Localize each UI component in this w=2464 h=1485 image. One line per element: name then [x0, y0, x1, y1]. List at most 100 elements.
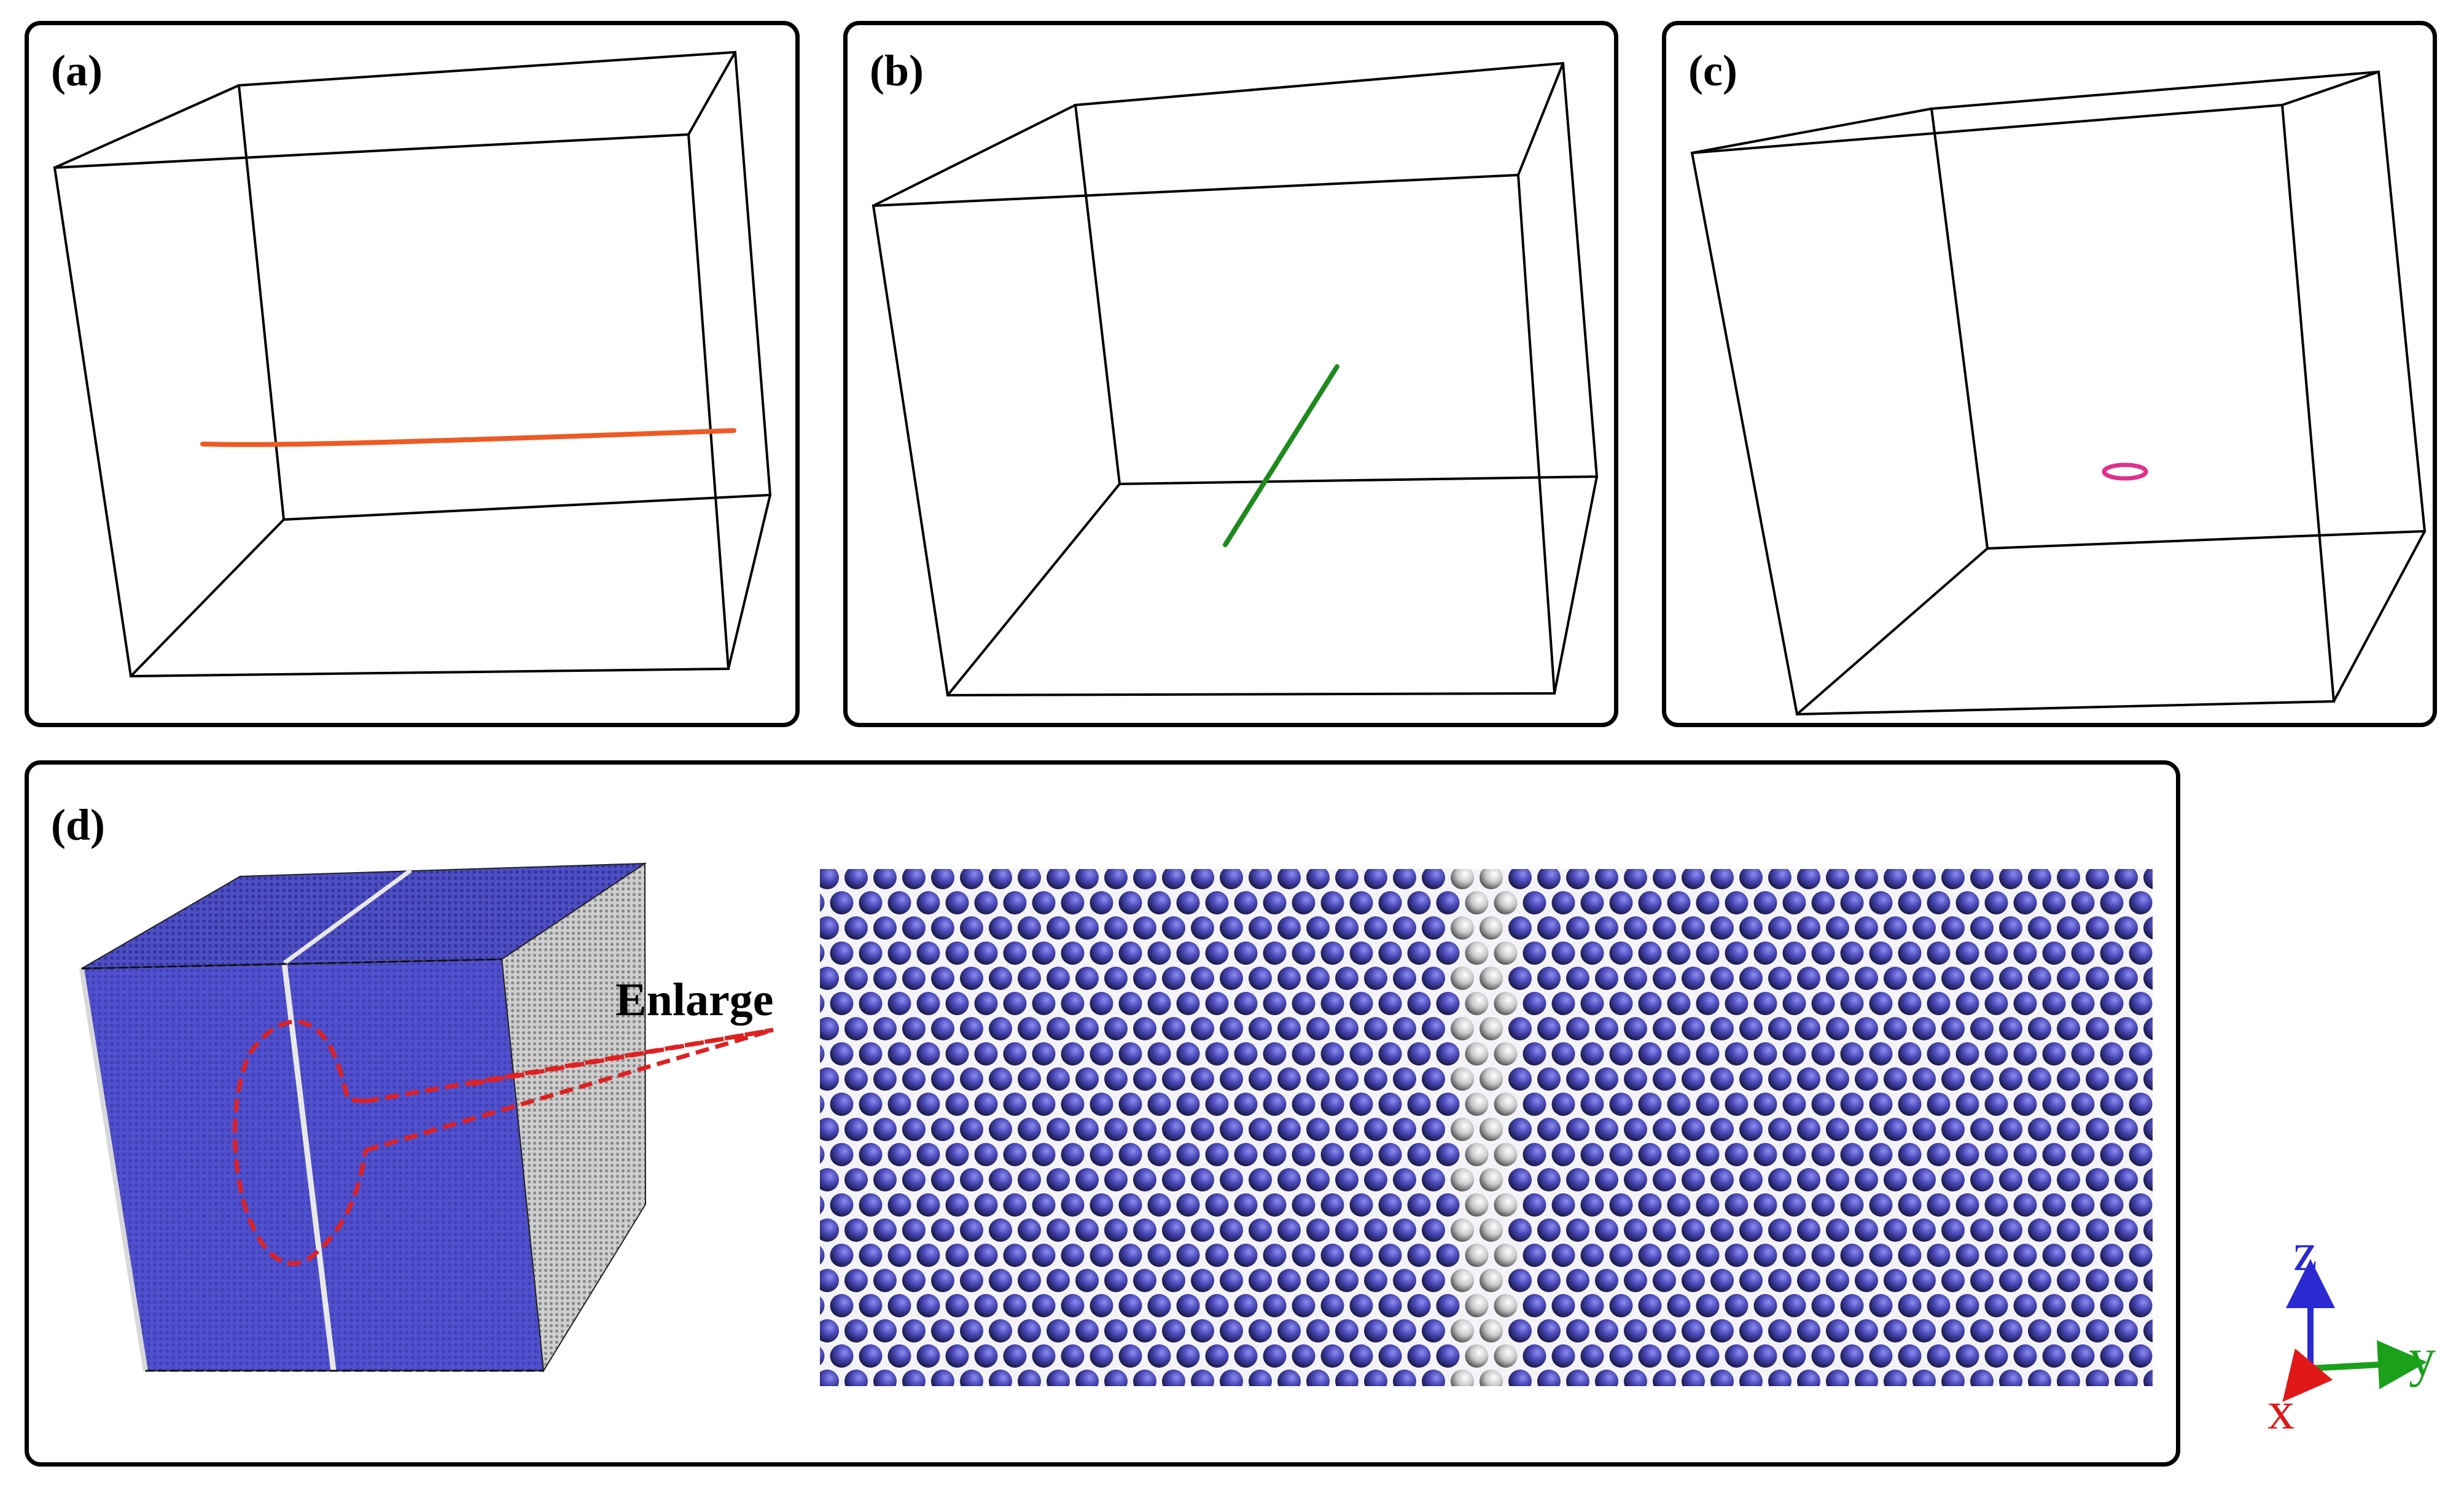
matrix-atom [1725, 1344, 1749, 1368]
matrix-atom [960, 869, 983, 889]
block-top-edge [81, 958, 502, 970]
matrix-atom [1869, 941, 1893, 965]
matrix-atom [1162, 1118, 1185, 1141]
matrix-atom [1205, 992, 1229, 1015]
matrix-atom [1176, 1193, 1200, 1217]
matrix-atom [1032, 992, 1056, 1015]
matrix-atom [1551, 1143, 1575, 1166]
matrix-atom [1436, 1143, 1460, 1166]
matrix-atom [1840, 1093, 1864, 1116]
matrix-atom [1320, 992, 1344, 1015]
matrix-atom [1176, 992, 1200, 1015]
matrix-atom [1811, 1294, 1835, 1317]
matrix-atom [1768, 869, 1791, 889]
matrix-atom [859, 1093, 883, 1116]
matrix-atom [1061, 1143, 1085, 1166]
matrix-atom [1436, 1093, 1460, 1116]
matrix-atom [887, 1344, 911, 1368]
matrix-atom [1667, 941, 1691, 965]
matrix-atom [1061, 1093, 1085, 1116]
matrix-atom [1407, 1244, 1431, 1267]
matrix-atom [873, 916, 897, 940]
matrix-atom [1422, 1269, 1445, 1292]
matrix-atom [820, 1044, 825, 1064]
matrix-atom [1191, 1118, 1214, 1141]
box-edge [130, 518, 285, 677]
matrix-atom [1696, 1193, 1720, 1217]
matrix-atom [1335, 1067, 1359, 1091]
boundary-atom [1465, 1143, 1489, 1166]
matrix-atom [1032, 1193, 1056, 1217]
matrix-atom [1696, 1344, 1720, 1368]
matrix-atom [1941, 1168, 1965, 1191]
matrix-atom [1018, 1017, 1041, 1040]
matrix-atom [1032, 1344, 1056, 1368]
matrix-atom [1984, 891, 2008, 914]
y-axis-label: y [2409, 1328, 2436, 1388]
matrix-atom [1220, 1067, 1243, 1091]
matrix-atom [1638, 1143, 1662, 1166]
matrix-atom [2115, 1319, 2138, 1343]
matrix-atom [2028, 1017, 2051, 1040]
matrix-atom [1595, 1067, 1618, 1091]
matrix-atom [1667, 891, 1691, 914]
boundary-atom [1480, 869, 1503, 889]
matrix-atom [1378, 1042, 1402, 1066]
matrix-atom [1696, 1294, 1720, 1317]
matrix-atom [989, 1017, 1012, 1040]
matrix-atom [1624, 1319, 1647, 1343]
matrix-atom [2013, 891, 2037, 914]
matrix-atom [1667, 992, 1691, 1015]
box-edge [2333, 531, 2426, 702]
matrix-atom [1090, 1294, 1113, 1317]
matrix-atom [844, 1269, 868, 1292]
matrix-atom [1869, 1244, 1893, 1267]
matrix-atom [1840, 1193, 1864, 1217]
matrix-atom [1941, 1269, 1965, 1292]
matrix-atom [1768, 916, 1791, 940]
matrix-atom [2042, 891, 2066, 914]
boundary-atom [1494, 1244, 1518, 1267]
matrix-atom [1263, 1042, 1287, 1066]
matrix-atom [820, 1094, 825, 1114]
matrix-atom [1609, 1193, 1633, 1217]
matrix-atom [859, 891, 883, 914]
matrix-atom [1320, 1042, 1344, 1066]
matrix-atom [830, 1193, 854, 1217]
matrix-atom [830, 1143, 854, 1166]
matrix-atom [1364, 1017, 1387, 1040]
matrix-atom [1624, 916, 1647, 940]
matrix-atom [2013, 1042, 2037, 1066]
matrix-atom [2086, 1168, 2109, 1191]
matrix-atom [1090, 891, 1113, 914]
matrix-atom [1537, 1319, 1561, 1343]
boundary-atom [1465, 891, 1489, 914]
matrix-atom [1422, 1118, 1445, 1141]
panel-a: (a) [25, 21, 800, 727]
matrix-atom [1277, 1168, 1301, 1191]
matrix-atom [1220, 1017, 1243, 1040]
matrix-atom [1595, 967, 1618, 990]
matrix-atom [1551, 992, 1575, 1015]
matrix-atom [1739, 869, 1763, 889]
matrix-atom [1118, 1042, 1142, 1066]
matrix-atom [1753, 1344, 1777, 1368]
matrix-atom [1147, 1143, 1171, 1166]
matrix-atom [1984, 1193, 2008, 1217]
matrix-atom [887, 1244, 911, 1267]
matrix-atom [1292, 1193, 1316, 1217]
matrix-atom [989, 1370, 1012, 1386]
boundary-atom [1494, 1093, 1518, 1116]
matrix-atom [1422, 1017, 1445, 1040]
matrix-atom [2129, 941, 2153, 965]
matrix-atom [1162, 1017, 1185, 1040]
matrix-atom [1075, 1370, 1099, 1386]
matrix-atom [2071, 891, 2095, 914]
matrix-atom [1797, 1017, 1820, 1040]
matrix-atom [1277, 967, 1301, 990]
matrix-atom [1364, 1118, 1387, 1141]
boundary-atom [1451, 1118, 1474, 1141]
matrix-atom [1162, 916, 1185, 940]
matrix-atom [974, 1093, 998, 1116]
matrix-atom [2013, 1193, 2037, 1217]
